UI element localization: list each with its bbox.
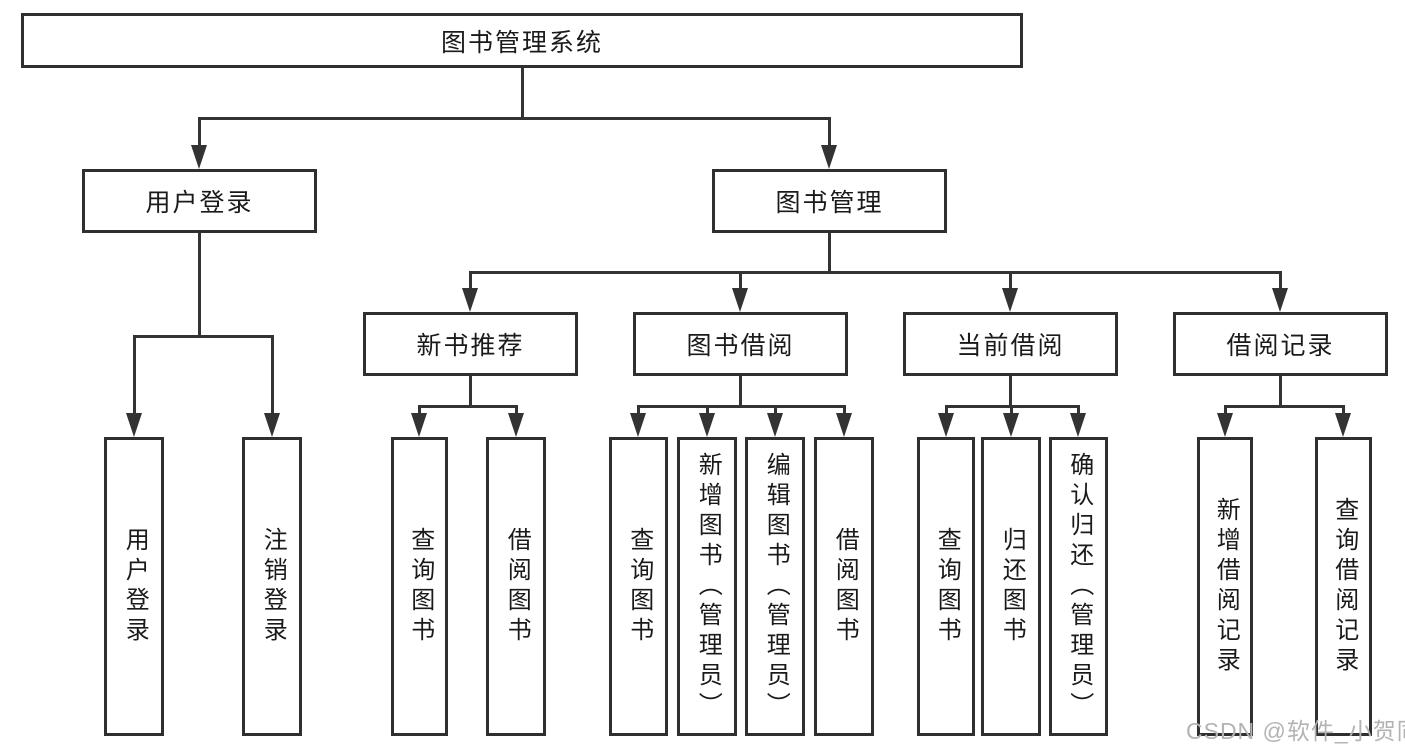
arrow-down-icon bbox=[264, 413, 280, 437]
arrow-down-icon bbox=[630, 413, 646, 437]
connector-line bbox=[1224, 405, 1345, 408]
leaf-user-login: 用户登录 bbox=[104, 437, 164, 736]
leaf-edit-books-admin: 编辑图书（管理员） bbox=[745, 437, 805, 736]
node-user-login: 用户登录 bbox=[82, 169, 317, 233]
connector-line bbox=[1224, 405, 1227, 416]
node-label: 查询图书 bbox=[933, 526, 961, 647]
connector-line bbox=[133, 335, 136, 416]
leaf-query-books-recommend: 查询图书 bbox=[391, 437, 448, 736]
connector-line bbox=[271, 335, 274, 416]
connector-line bbox=[843, 405, 846, 416]
node-new-book-recommend: 新书推荐 bbox=[363, 312, 578, 376]
node-label: 确认归还（管理员） bbox=[1065, 451, 1093, 722]
csdn-watermark: CSDN @软件_小贺同学 bbox=[1186, 718, 1405, 744]
connector-line bbox=[418, 405, 518, 408]
arrow-down-icon bbox=[1002, 288, 1018, 312]
leaf-query-books-current: 查询图书 bbox=[917, 437, 975, 736]
connector-line bbox=[945, 405, 948, 416]
node-label: 借阅记录 bbox=[1226, 332, 1335, 360]
connector-line bbox=[774, 405, 777, 416]
connector-line bbox=[1077, 405, 1080, 416]
arrow-down-icon bbox=[1003, 413, 1019, 437]
connector-line bbox=[1279, 376, 1282, 408]
arrow-down-icon bbox=[821, 145, 837, 169]
connector-line bbox=[828, 233, 831, 274]
connector-line bbox=[418, 405, 421, 416]
arrow-down-icon bbox=[1217, 413, 1233, 437]
connector-line bbox=[133, 335, 274, 338]
node-label: 注销登录 bbox=[259, 526, 287, 647]
connector-line bbox=[739, 271, 742, 291]
node-label: 查询借阅记录 bbox=[1330, 496, 1358, 677]
connector-line bbox=[198, 117, 831, 120]
arrow-down-icon bbox=[1070, 413, 1086, 437]
node-label: 当前借阅 bbox=[956, 332, 1065, 360]
connector-line bbox=[637, 405, 640, 416]
arrow-down-icon bbox=[938, 413, 954, 437]
node-library-system: 图书管理系统 bbox=[21, 13, 1023, 68]
connector-line bbox=[739, 376, 742, 408]
connector-line bbox=[1009, 271, 1012, 291]
connector-line bbox=[828, 117, 831, 147]
node-borrow-records: 借阅记录 bbox=[1173, 312, 1388, 376]
node-label: 编辑图书（管理员） bbox=[762, 451, 790, 722]
node-label: 图书管理系统 bbox=[440, 28, 603, 57]
node-label: 图书借阅 bbox=[686, 332, 795, 360]
leaf-add-books-admin: 新增图书（管理员） bbox=[677, 437, 737, 736]
leaf-borrow-books: 借阅图书 bbox=[814, 437, 874, 736]
connector-line bbox=[469, 271, 472, 291]
connector-line bbox=[469, 271, 1282, 274]
node-label: 新增图书（管理员） bbox=[694, 451, 722, 722]
node-book-management: 图书管理 bbox=[712, 169, 947, 233]
connector-line bbox=[198, 117, 201, 147]
connector-line bbox=[1009, 376, 1012, 408]
node-current-borrow: 当前借阅 bbox=[903, 312, 1118, 376]
arrow-down-icon bbox=[411, 413, 427, 437]
arrow-down-icon bbox=[699, 413, 715, 437]
arrow-down-icon bbox=[1272, 288, 1288, 312]
node-label: 归还图书 bbox=[998, 526, 1026, 647]
connector-line bbox=[1010, 405, 1013, 416]
connector-line bbox=[469, 376, 472, 408]
connector-line bbox=[706, 405, 709, 416]
node-label: 查询图书 bbox=[406, 526, 434, 647]
arrow-down-icon bbox=[126, 413, 142, 437]
arrow-down-icon bbox=[1335, 413, 1351, 437]
leaf-logout: 注销登录 bbox=[242, 437, 302, 736]
connector-line bbox=[1279, 271, 1282, 291]
connector-line bbox=[515, 405, 518, 416]
node-label: 借阅图书 bbox=[831, 526, 859, 647]
connector-line bbox=[637, 405, 846, 408]
arrow-down-icon bbox=[462, 288, 478, 312]
leaf-borrow-books-recommend: 借阅图书 bbox=[486, 437, 546, 736]
connector-line bbox=[521, 68, 524, 119]
arrow-down-icon bbox=[508, 413, 524, 437]
leaf-query-borrow-record: 查询借阅记录 bbox=[1315, 437, 1372, 736]
node-label: 图书管理 bbox=[775, 189, 884, 217]
arrow-down-icon bbox=[191, 145, 207, 169]
arrow-down-icon bbox=[767, 413, 783, 437]
leaf-query-books-borrow: 查询图书 bbox=[609, 437, 668, 736]
node-label: 用户登录 bbox=[145, 189, 254, 217]
node-label: 查询图书 bbox=[625, 526, 653, 647]
node-label: 用户登录 bbox=[121, 526, 149, 647]
connector-line bbox=[1342, 405, 1345, 416]
node-book-borrow: 图书借阅 bbox=[633, 312, 848, 376]
leaf-add-borrow-record: 新增借阅记录 bbox=[1197, 437, 1253, 736]
arrow-down-icon bbox=[836, 413, 852, 437]
leaf-return-books: 归还图书 bbox=[981, 437, 1041, 736]
node-label: 新书推荐 bbox=[416, 332, 525, 360]
node-label: 新增借阅记录 bbox=[1212, 496, 1240, 677]
node-label: 借阅图书 bbox=[503, 526, 531, 647]
arrow-down-icon bbox=[732, 288, 748, 312]
leaf-confirm-return-admin: 确认归还（管理员） bbox=[1049, 437, 1108, 736]
connector-line bbox=[198, 233, 201, 338]
